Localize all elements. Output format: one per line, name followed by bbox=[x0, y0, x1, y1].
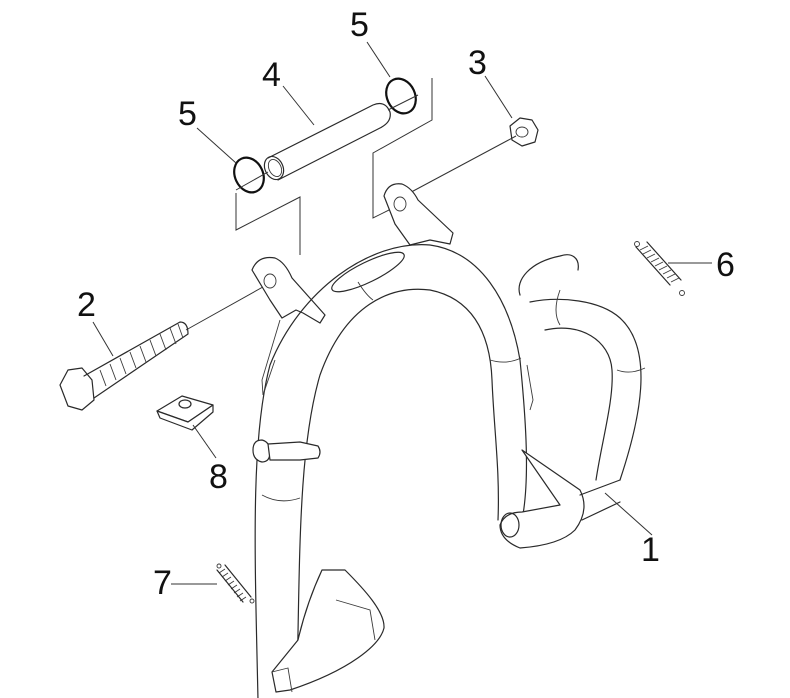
leader-3 bbox=[484, 75, 513, 119]
leader-4 bbox=[282, 85, 315, 126]
callout-6: 6 bbox=[716, 246, 735, 284]
leader-5b bbox=[366, 41, 391, 78]
center-stand-icon bbox=[251, 183, 646, 698]
o-ring-right-icon bbox=[385, 77, 417, 115]
callout-3: 3 bbox=[468, 44, 487, 82]
o-ring-left-icon bbox=[233, 156, 265, 194]
hex-nut-icon bbox=[509, 117, 539, 147]
callout-8: 8 bbox=[209, 458, 228, 496]
return-spring-small-icon bbox=[216, 563, 255, 604]
return-spring-large-icon bbox=[634, 241, 685, 296]
callout-7: 7 bbox=[153, 564, 172, 602]
hex-bolt-icon bbox=[59, 321, 189, 411]
callout-2: 2 bbox=[77, 286, 96, 324]
callout-4: 4 bbox=[262, 56, 281, 94]
callout-1: 1 bbox=[641, 531, 660, 569]
leader-8 bbox=[192, 424, 217, 459]
clip-nut-icon bbox=[156, 395, 214, 431]
leader-1 bbox=[604, 492, 653, 536]
leader-2 bbox=[92, 321, 114, 357]
leader-5a bbox=[196, 127, 237, 164]
pivot-sleeve-icon bbox=[263, 102, 391, 181]
callout-5-left: 5 bbox=[178, 95, 197, 133]
callout-5-right: 5 bbox=[350, 6, 369, 44]
